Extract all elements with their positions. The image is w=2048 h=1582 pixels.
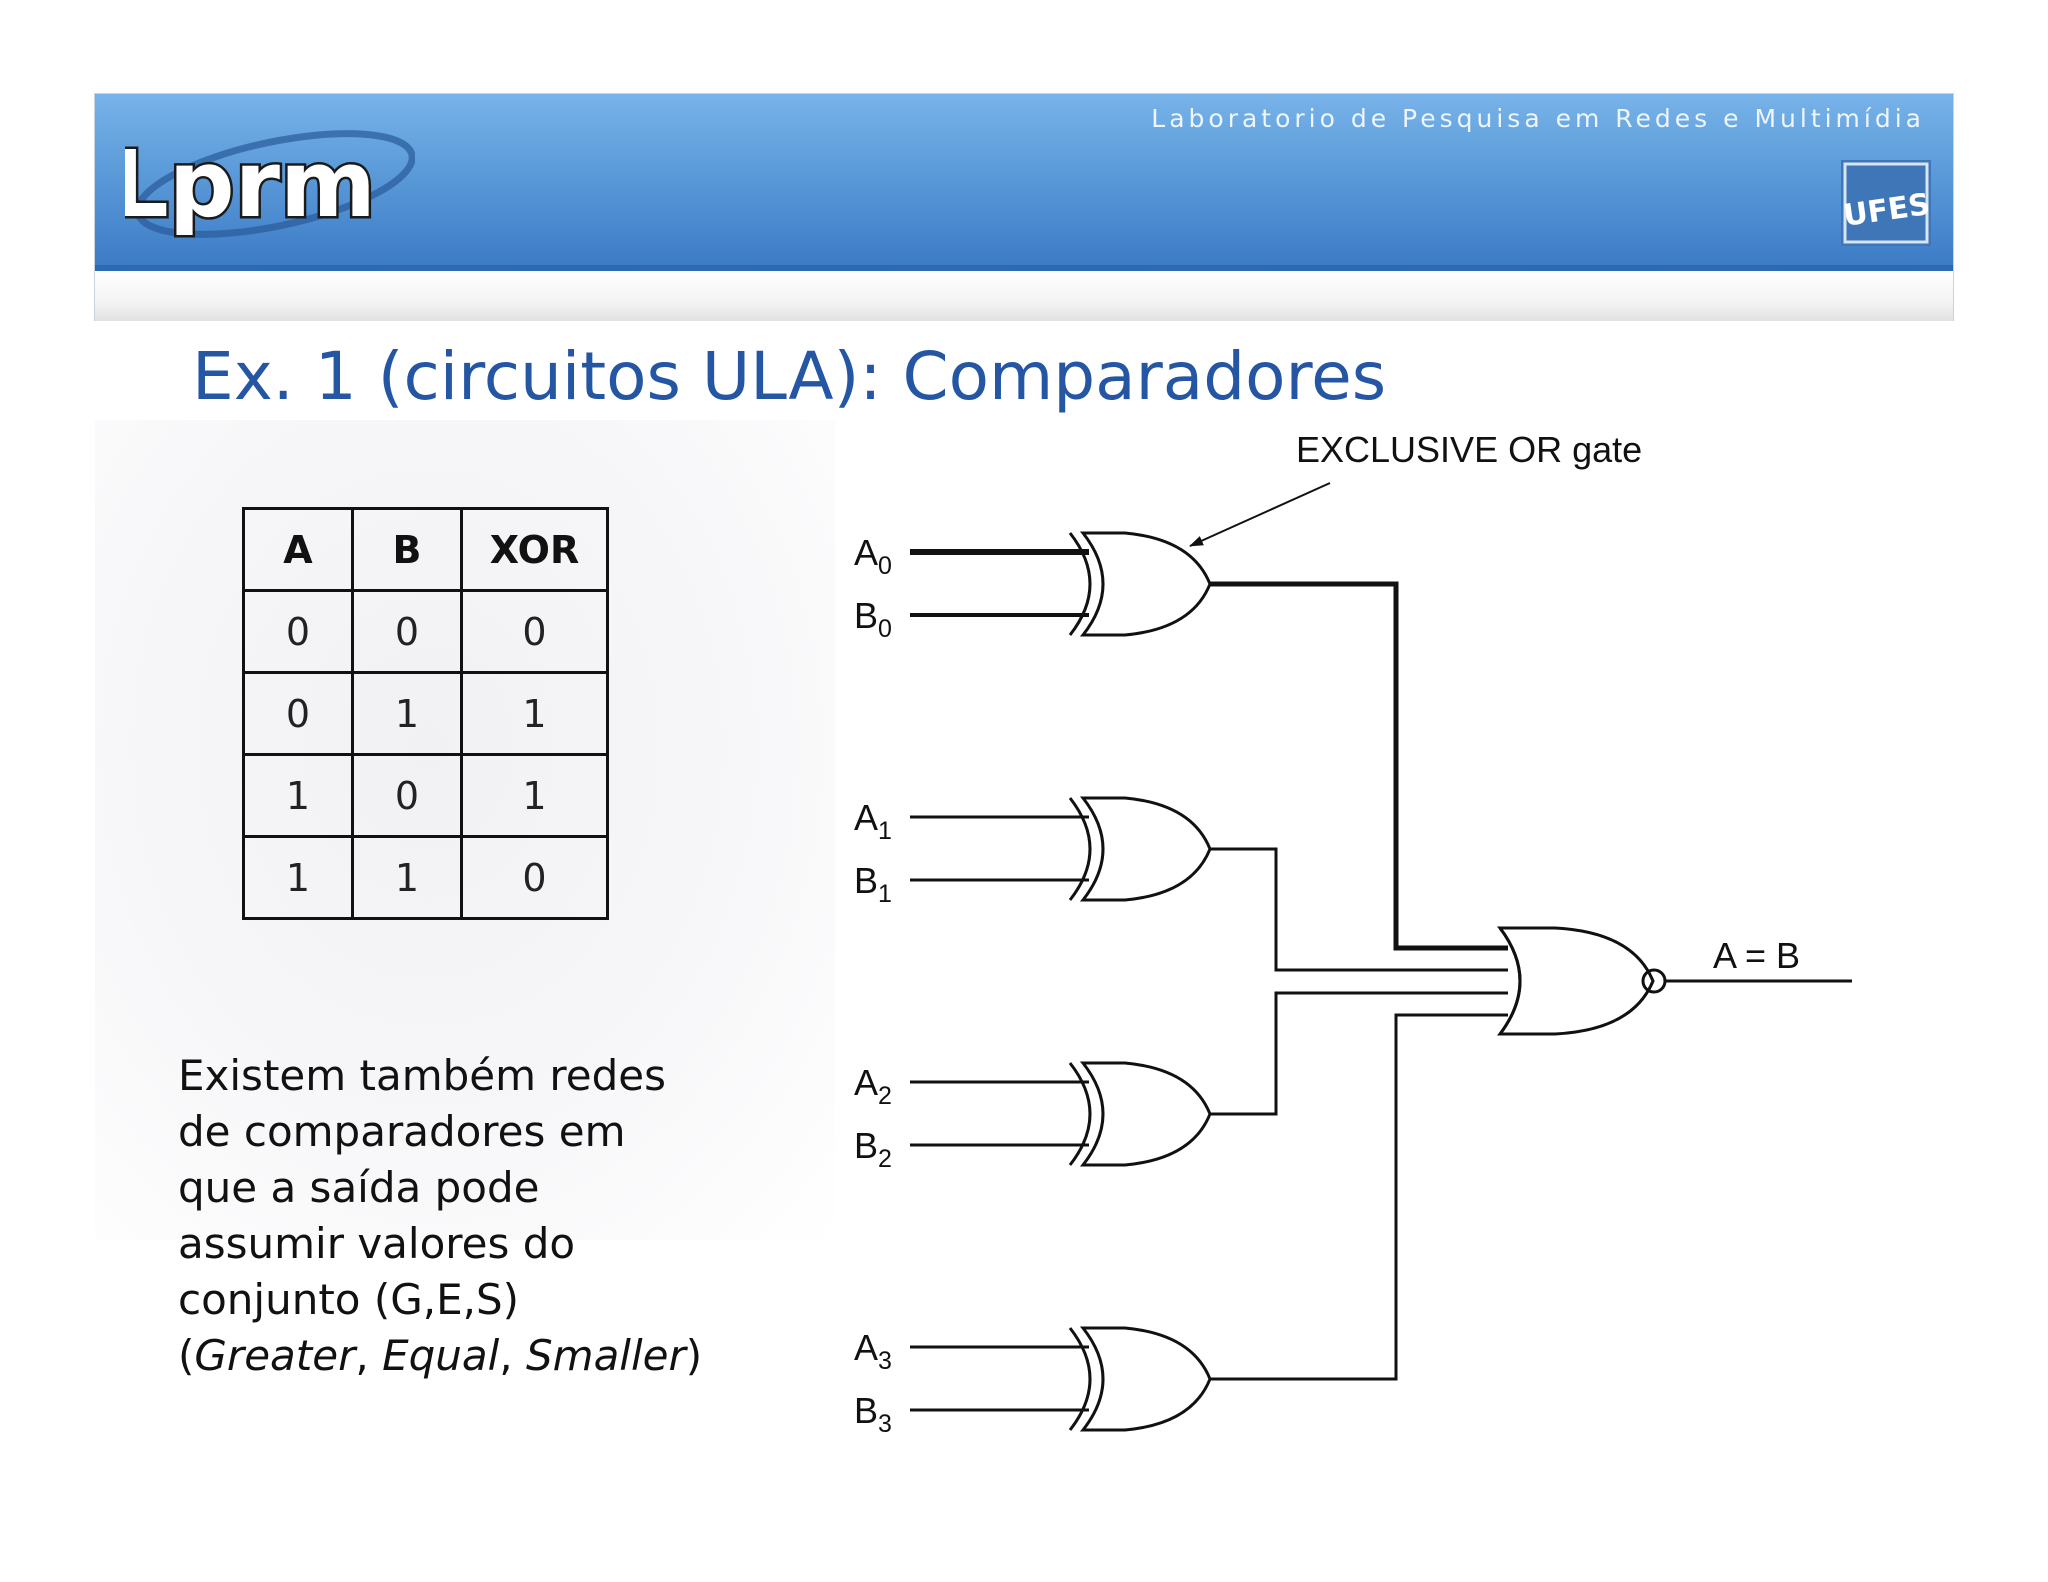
- note-line: (Greater, Equal, Smaller): [178, 1331, 703, 1380]
- table-row: 0 0 0: [242, 589, 609, 674]
- note-line: que a saída pode: [178, 1163, 540, 1212]
- comparator-circuit: EXCLUSIVE OR gate A = B A0 B0 A1 B1 A: [854, 429, 1852, 1438]
- table-cell: 1: [460, 671, 609, 756]
- xor-gate-3: [1068, 1326, 1212, 1432]
- slide-header-banner: Lprm Laboratorio de Pesquisa em Redes e …: [94, 93, 1954, 321]
- xor-truth-table: A B XOR 0 0 0 0 1 1 1 0 1 1 1 0: [242, 507, 609, 920]
- table-row: 0 1 1: [242, 671, 609, 756]
- header-blue-band: Lprm Laboratorio de Pesquisa em Redes e …: [95, 94, 1953, 265]
- note-line: Existem também redes: [178, 1051, 666, 1100]
- input-label-b0: B0: [854, 595, 892, 643]
- table-cell: 0: [460, 835, 609, 920]
- table-cell: 1: [460, 753, 609, 838]
- note-line: assumir valores do: [178, 1219, 576, 1268]
- table-cell: 0: [351, 753, 463, 838]
- input-label-a0: A0: [854, 532, 892, 580]
- lprm-logo: Lprm: [125, 129, 415, 241]
- table-header-row: A B XOR: [242, 507, 609, 592]
- note-greater: Greater: [194, 1331, 356, 1380]
- header-divider: [95, 265, 1953, 271]
- table-row: 1 1 0: [242, 835, 609, 920]
- lprm-logo-text: Lprm: [125, 131, 376, 238]
- note-line: conjunto (G,E,S): [178, 1275, 520, 1324]
- input-label-a3: A3: [854, 1327, 892, 1375]
- table-cell: 1: [351, 835, 463, 920]
- xor-gate-2: [1068, 1061, 1212, 1167]
- xnor-output-gate: [1496, 926, 1667, 1036]
- header-bottom-strip: [95, 271, 1953, 321]
- annotation-arrow: [1189, 482, 1331, 547]
- column-header-xor: XOR: [460, 507, 609, 592]
- output-label: A = B: [1713, 935, 1800, 976]
- table-cell: 1: [242, 835, 354, 920]
- table-cell: 1: [242, 753, 354, 838]
- column-header-b: B: [351, 507, 463, 592]
- table-cell: 0: [242, 671, 354, 756]
- input-label-a2: A2: [854, 1062, 892, 1110]
- comparator-note: Existem também redes de comparadores em …: [178, 1048, 738, 1384]
- output-wire-2: [1210, 991, 1508, 1116]
- input-label-b2: B2: [854, 1125, 892, 1173]
- input-label-b3: B3: [854, 1390, 892, 1438]
- xor-gate-1: [1068, 796, 1212, 902]
- note-smaller: Smaller: [526, 1331, 686, 1380]
- output-wire-1: [1210, 847, 1508, 972]
- column-header-a: A: [242, 507, 354, 592]
- table-cell: 0: [242, 589, 354, 674]
- input-label-a1: A1: [854, 797, 892, 845]
- table-row: 1 0 1: [242, 753, 609, 838]
- input-label-b1: B1: [854, 860, 892, 908]
- note-line: de comparadores em: [178, 1107, 626, 1156]
- table-cell: 0: [460, 589, 609, 674]
- output-wire-3: [1210, 1013, 1508, 1381]
- table-cell: 0: [351, 589, 463, 674]
- output-wire-0: [1210, 581, 1508, 951]
- slide-title: Ex. 1 (circuitos ULA): Comparadores: [192, 338, 1387, 415]
- table-cell: 1: [351, 671, 463, 756]
- lab-name: Laboratorio de Pesquisa em Redes e Multi…: [1151, 104, 1925, 133]
- xor-annotation-label: EXCLUSIVE OR gate: [1296, 429, 1642, 470]
- ufes-logo: UFES: [1841, 160, 1931, 246]
- note-equal: Equal: [382, 1331, 500, 1380]
- xor-gate-0: [1068, 531, 1212, 637]
